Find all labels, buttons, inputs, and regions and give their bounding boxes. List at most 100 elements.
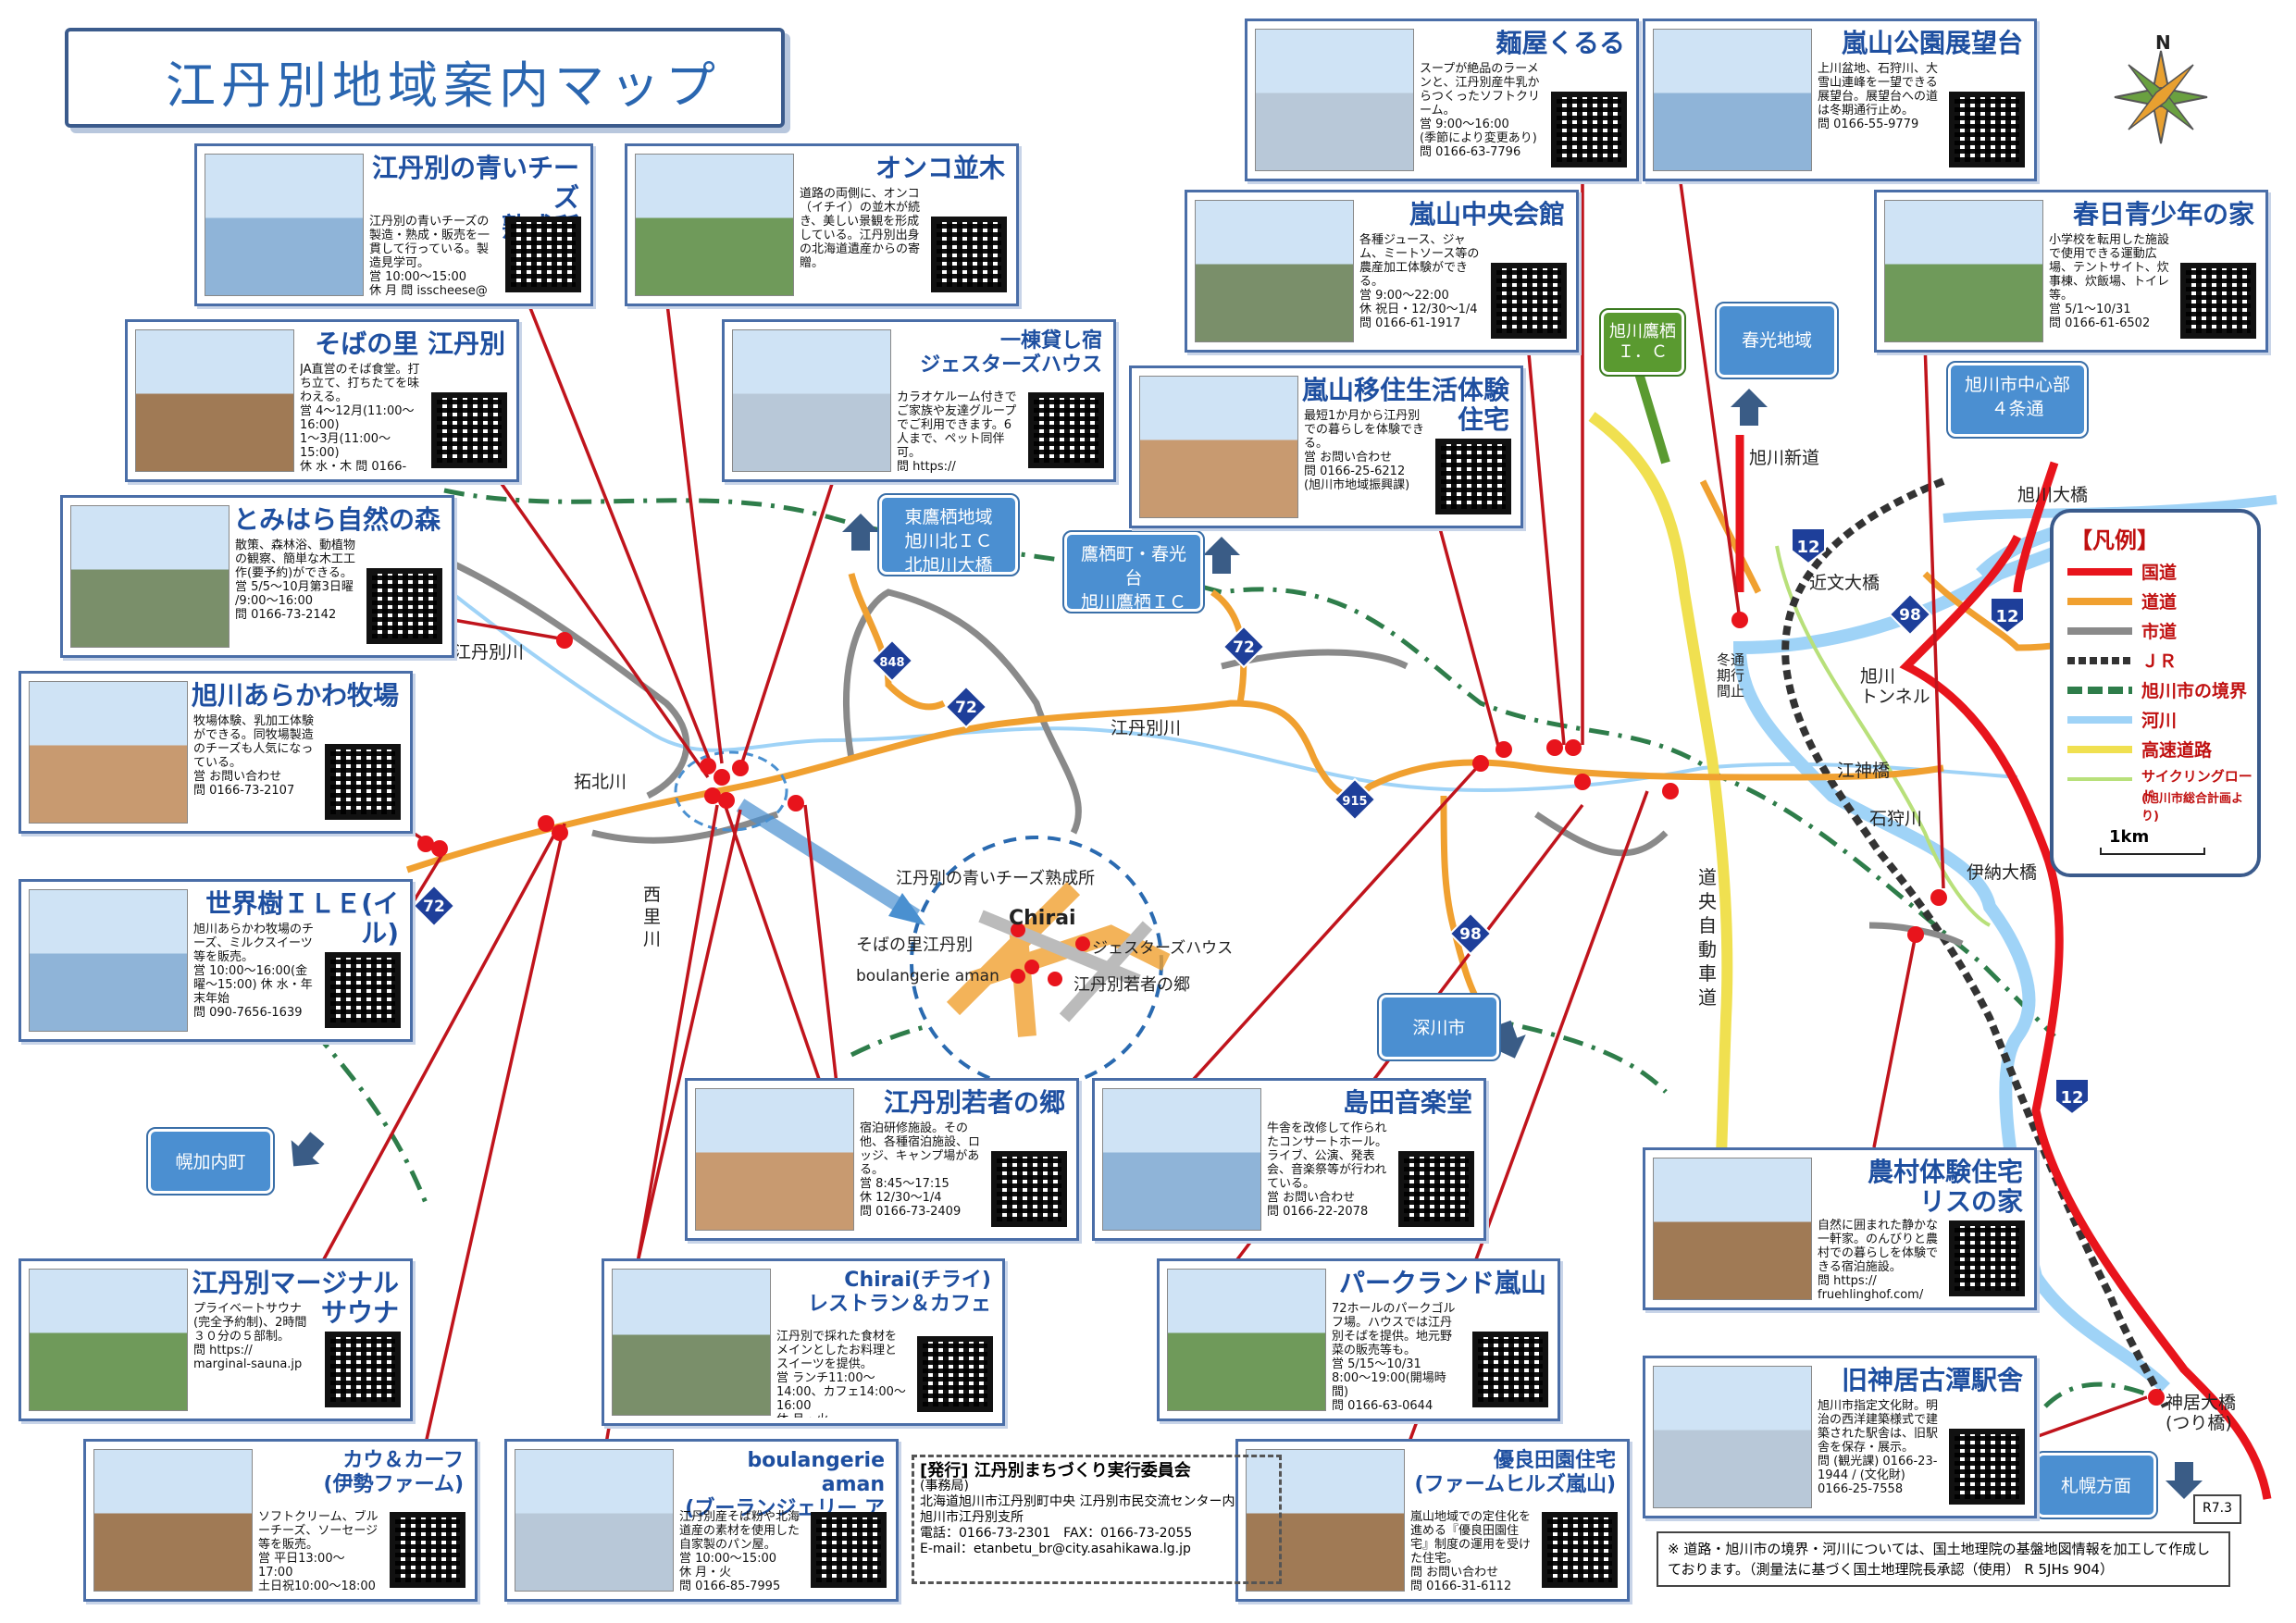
poi-description: 各種ジュース、ジャム、ミートソース等の農産加工体験ができる。 営 9:00～22… bbox=[1359, 233, 1480, 330]
poi-card-kururu: 麺屋くるるスープが絶品のラーメンと、江丹別産牛乳からつくったソフトクリーム。 営… bbox=[1245, 19, 1639, 181]
qr-code-icon[interactable] bbox=[1542, 1512, 1618, 1588]
publisher-line: 旭川市江丹別支所 bbox=[920, 1510, 1024, 1525]
poi-photo bbox=[93, 1449, 253, 1592]
qr-code-icon[interactable] bbox=[811, 1512, 887, 1588]
inset-aoi: 江丹別の青いチーズ熟成所 bbox=[896, 869, 1096, 888]
national-road-12 bbox=[1735, 435, 2059, 593]
poi-card-wakamono: 江丹別若者の郷宿泊研修施設。その他、各種宿泊施設、ロッジ、キャンプ場がある。 営… bbox=[685, 1078, 1079, 1241]
place-koujin-bridge: 江神橋 bbox=[1837, 761, 1891, 781]
poi-title: 優良田園住宅 (ファームヒルズ嵐山) bbox=[1414, 1449, 1616, 1496]
svg-text:72: 72 bbox=[423, 898, 445, 916]
svg-text:12: 12 bbox=[1995, 607, 2018, 626]
place-nishisato-river: 西里川 bbox=[643, 885, 662, 949]
poi-description: 宿泊研修施設。その他、各種宿泊施設、ロッジ、キャンプ場がある。 営 8:45～1… bbox=[860, 1121, 980, 1219]
poi-description: 牛舎を改修して作られたコンサートホール。ライブ、公演、発表会、音楽祭等が行われて… bbox=[1267, 1121, 1387, 1219]
prefectural-road bbox=[405, 700, 1944, 873]
svg-text:98: 98 bbox=[1899, 606, 1921, 625]
inset-soba: そばの里江丹別 bbox=[856, 935, 973, 955]
page-title: 江丹別地域案内マップ bbox=[166, 56, 721, 115]
compass-rose-icon: N bbox=[2114, 32, 2208, 144]
poi-card-marginal: 江丹別マージナルサウナプライベートサウナ (完全予約制)、2時間３０分の５部制。… bbox=[19, 1258, 413, 1421]
cycling-road bbox=[1775, 545, 1991, 927]
qr-code-icon[interactable] bbox=[325, 1332, 401, 1407]
poi-description: 牧場体験、乳加工体験ができる。同牧場製造のチーズも人気になっている。 営 お問い… bbox=[193, 714, 314, 798]
qr-code-icon[interactable] bbox=[390, 1512, 465, 1588]
poi-photo bbox=[205, 154, 364, 296]
qr-code-icon[interactable] bbox=[2180, 263, 2256, 339]
poi-card-ijuu: 嵐山移住生活体験住宅最短1か月から江丹別での暮らしを体験できる。 営 お問い合わ… bbox=[1129, 365, 1523, 528]
poi-description: プライベートサウナ (完全予約制)、2時間３０分の５部制。 問 https://… bbox=[193, 1302, 307, 1371]
poi-card-kasuga: 春日青少年の家小学校を転用した施設で使用できる運動広場、テントサイト、炊事棟、炊… bbox=[1874, 190, 2268, 353]
poi-description: 江丹別で採れた食材をメインとしたお料理とスイーツを提供。 営 ランチ11:00～… bbox=[776, 1330, 906, 1418]
poi-photo bbox=[135, 329, 294, 472]
qr-code-icon[interactable] bbox=[1949, 1429, 2025, 1505]
route-shield-12: 12 bbox=[1791, 527, 1826, 565]
ic-arrow bbox=[1633, 368, 1670, 465]
expressway bbox=[1588, 412, 1733, 1158]
poi-title: 嵐山中央会館 bbox=[1409, 199, 1565, 229]
svg-text:72: 72 bbox=[955, 699, 977, 717]
poi-photo bbox=[1167, 1269, 1326, 1411]
publisher-sub: (事務局) bbox=[920, 1479, 969, 1493]
poi-description: 最短1か月から江丹別での暮らしを体験できる。 営 お問い合わせ 問 0166-2… bbox=[1304, 409, 1424, 492]
poi-card-ile: 世界樹ＩＬＥ(イル)旭川あらかわ牧場のチーズ、ミルクスイーツ等を販売。 営 10… bbox=[19, 879, 413, 1042]
poi-dots bbox=[417, 612, 2165, 1406]
poi-card-kamui: 旧神居古潭駅舎旭川市指定文化財。明治の西洋建築様式で建築された駅舎は、旧駅舎を保… bbox=[1643, 1356, 2037, 1518]
poi-description: 自然に囲まれた静かな一軒家。のんびりと農村での暮らしを体験できる宿泊施設。 問 … bbox=[1818, 1219, 1938, 1302]
poi-description: スープが絶品のラーメンと、江丹別産牛乳からつくったソフトクリーム。 営 9:00… bbox=[1420, 62, 1540, 159]
qr-code-icon[interactable] bbox=[505, 217, 581, 292]
area-label-shunko: 春光地域 bbox=[1715, 302, 1839, 379]
qr-code-icon[interactable] bbox=[931, 217, 1007, 292]
poi-description: カラオケルーム付きでご家族や友達グループでご利用できます。6人まで、ペット同伴可… bbox=[897, 390, 1017, 474]
qr-code-icon[interactable] bbox=[1491, 263, 1567, 339]
poi-photo bbox=[29, 1269, 188, 1411]
legend-national: 国道 bbox=[2141, 563, 2178, 583]
poi-photo bbox=[1195, 200, 1354, 342]
poi-description: JA直営のそば食堂。打ち立て、打ちたてを味わえる。 営 4～12月(11:00～… bbox=[300, 363, 420, 474]
poi-description: 嵐山地域での定住化を進める『優良田園住宅』制度の運用を受けた住宅。 問 お問い合… bbox=[1410, 1510, 1531, 1593]
poi-description: 72ホールのパークゴルフ場。ハウスでは江丹別そばを提供。地元野菜の販売等も。 営… bbox=[1332, 1302, 1456, 1413]
poi-card-tenbou: 嵐山公園展望台上川盆地、石狩川、大雪山連峰を一望できる展望台。展望台への道は冬期… bbox=[1643, 19, 2037, 181]
svg-text:98: 98 bbox=[1459, 925, 1482, 944]
legend-prefectural: 道道 bbox=[2141, 592, 2178, 613]
qr-code-icon[interactable] bbox=[1949, 92, 2025, 167]
qr-code-icon[interactable] bbox=[1028, 392, 1104, 468]
etanbetsu-center-circle bbox=[674, 750, 788, 832]
poi-card-aoi: 江丹別の青いチーズ 熟成所江丹別の青いチーズの製造・熟成・販売を一貫して行ってい… bbox=[194, 143, 593, 306]
qr-code-icon[interactable] bbox=[431, 392, 507, 468]
publisher-line: 北海道旭川市江丹別町中央 江丹別市民交流センター内 bbox=[920, 1494, 1235, 1509]
qr-code-icon[interactable] bbox=[1435, 439, 1511, 514]
poi-title: そばの里 江丹別 bbox=[315, 328, 505, 359]
area-label-center: 旭川市中心部 ４条通 bbox=[1946, 361, 2089, 439]
poi-title: 島田音楽堂 bbox=[1342, 1087, 1472, 1118]
poi-title: 江丹別若者の郷 bbox=[883, 1087, 1065, 1118]
qr-code-icon[interactable] bbox=[991, 1151, 1067, 1227]
source-note: ※ 道路・旭川市の境界・河川については、国土地理院の基盤地図情報を加工して作成し… bbox=[1657, 1531, 2230, 1587]
place-chikabumi-bridge: 近文大橋 bbox=[1809, 573, 1880, 593]
place-takuhoku-river: 拓北川 bbox=[574, 772, 627, 792]
poi-description: 旭川あらかわ牧場のチーズ、ミルクスイーツ等を販売。 営 10:00～16:00(… bbox=[193, 923, 314, 1020]
publisher-line: 電話：0166-73-2301 FAX：0166-73-2055 bbox=[920, 1526, 1193, 1541]
poi-description: 上川盆地、石狩川、大雪山連峰を一望できる展望台。展望台への道は冬期通行止め。 問… bbox=[1818, 62, 1938, 131]
area-label-hokushin: 東鷹栖地域 旭川北ＩＣ 北旭川大橋 bbox=[877, 493, 1020, 576]
qr-code-icon[interactable] bbox=[1949, 1220, 2025, 1296]
poi-title: 農村体験住宅 リスの家 bbox=[1867, 1157, 2023, 1217]
qr-code-icon[interactable] bbox=[1398, 1151, 1474, 1227]
poi-card-shimada: 島田音楽堂牛舎を改修して作られたコンサートホール。ライブ、公演、発表会、音楽祭等… bbox=[1092, 1078, 1486, 1241]
river-etanbetsu bbox=[415, 563, 2018, 792]
poi-card-cow: カウ＆カーフ (伊勢ファーム)ソフトクリーム、ブルーチーズ、ソーセージ等を販売。… bbox=[83, 1439, 478, 1602]
poi-title: とみはら自然の森 bbox=[233, 504, 441, 535]
qr-code-icon[interactable] bbox=[1551, 92, 1627, 167]
poi-card-arakawa: 旭川あらかわ牧場牧場体験、乳加工体験ができる。同牧場製造のチーズも人気になってい… bbox=[19, 671, 413, 834]
qr-code-icon[interactable] bbox=[366, 568, 442, 644]
poi-card-chirai: Chirai(チライ) レストラン＆カフェ江丹別で採れた食材をメインとしたお料理… bbox=[602, 1258, 1005, 1426]
qr-code-icon[interactable] bbox=[325, 744, 401, 820]
area-label-fukagawa: 深川市 bbox=[1377, 993, 1501, 1061]
svg-text:12: 12 bbox=[1796, 538, 1819, 557]
qr-code-icon[interactable] bbox=[917, 1336, 993, 1412]
poi-title: Chirai(チライ) レストラン＆カフェ bbox=[807, 1269, 991, 1316]
qr-code-icon[interactable] bbox=[325, 952, 401, 1028]
qr-code-icon[interactable] bbox=[1472, 1332, 1548, 1407]
legend: 【凡例】 国道 道道 市道 ＪＲ 旭川市の境界 河川 高速道路 サイクリングロー… bbox=[2050, 509, 2261, 877]
